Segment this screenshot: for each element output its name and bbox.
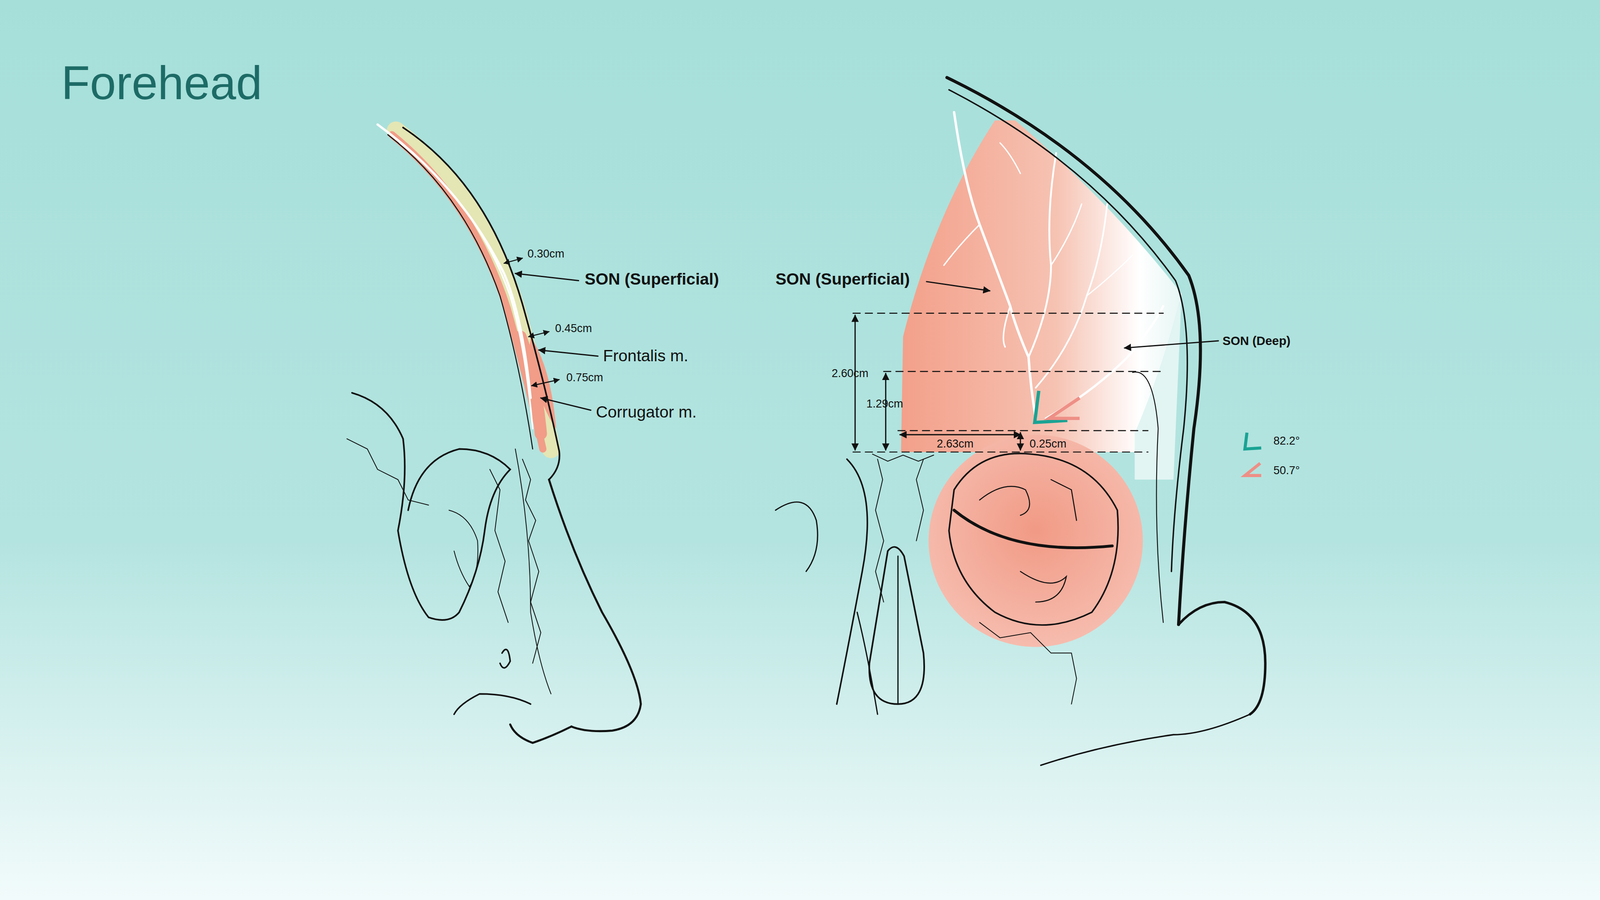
dimension: 0.30cm bbox=[527, 248, 565, 260]
nerve-label: SON (Superficial) bbox=[775, 271, 910, 288]
angle-symbol bbox=[1245, 432, 1262, 449]
muscle-label: Frontalis m. bbox=[602, 347, 689, 365]
muscle-label: Corrugator m. bbox=[595, 404, 697, 421]
dimension: 0.75cm bbox=[566, 372, 603, 384]
dimension: 0.25cm bbox=[1029, 438, 1067, 450]
nerve-label: SON (Superficial) bbox=[584, 271, 719, 288]
dimension: 2.63cm bbox=[936, 438, 974, 450]
dimension: 0.45cm bbox=[555, 322, 592, 335]
angle-symbol bbox=[1245, 463, 1262, 476]
title: Forehead bbox=[61, 59, 263, 107]
nerve-label: SON (Deep) bbox=[1222, 334, 1291, 347]
legend-text: 50.7° bbox=[1273, 465, 1300, 477]
dimension: 1.29cm bbox=[866, 398, 903, 410]
dimension: 2.60cm bbox=[831, 367, 869, 380]
legend-text: 82.2° bbox=[1273, 435, 1300, 447]
